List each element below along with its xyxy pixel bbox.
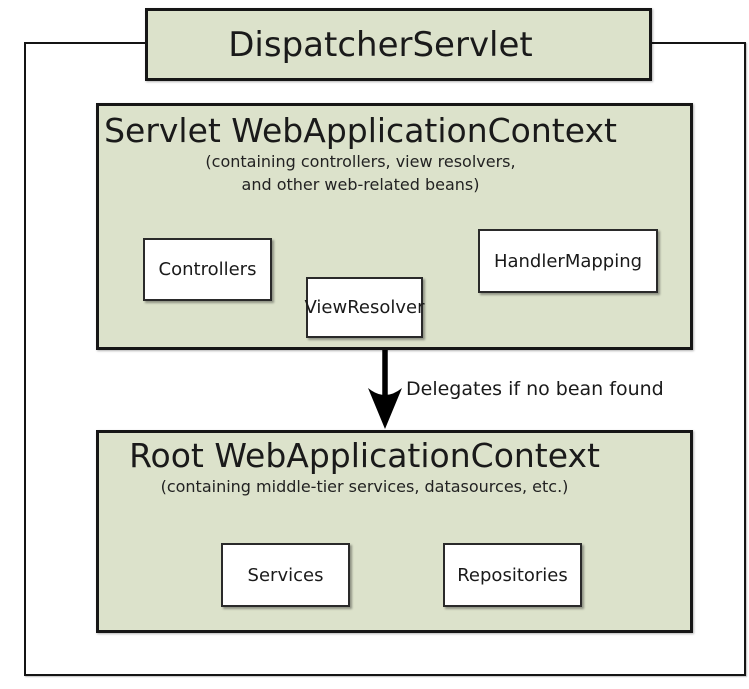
- dispatcher-servlet-box: DispatcherServlet: [145, 8, 652, 81]
- dispatcher-servlet-label: DispatcherServlet: [228, 24, 533, 65]
- viewresolver-bean: ViewResolver: [304, 277, 425, 338]
- repositories-bean: Repositories: [443, 543, 582, 607]
- root-context-title: Root WebApplicationContext: [129, 436, 600, 475]
- root-context-subtitle: (containing middle-tier services, dataso…: [160, 476, 569, 496]
- controllers-label: Controllers: [158, 259, 257, 280]
- viewresolver-label: ViewResolver: [304, 297, 425, 318]
- servlet-context-title: Servlet WebApplicationContext: [104, 111, 617, 150]
- root-webapplicationcontext-box: Root WebApplicationContext (containing m…: [96, 430, 693, 633]
- servlet-context-subtitle-line2: and other web-related beans): [241, 175, 480, 195]
- down-arrow-icon: [368, 350, 402, 429]
- repositories-label: Repositories: [457, 564, 568, 586]
- handlermapping-bean: HandlerMapping: [478, 229, 658, 293]
- handlermapping-label: HandlerMapping: [493, 250, 643, 272]
- services-bean: Services: [221, 543, 350, 607]
- servlet-context-subtitle-line1: (containing controllers, view resolvers,: [205, 151, 516, 171]
- root-context-header: Root WebApplicationContext (containing m…: [69, 433, 660, 498]
- delegation-label: Delegates if no bean found: [406, 378, 664, 400]
- controllers-bean: Controllers: [143, 238, 272, 301]
- servlet-context-header: Servlet WebApplicationContext (containin…: [65, 106, 656, 196]
- services-label: Services: [247, 564, 324, 586]
